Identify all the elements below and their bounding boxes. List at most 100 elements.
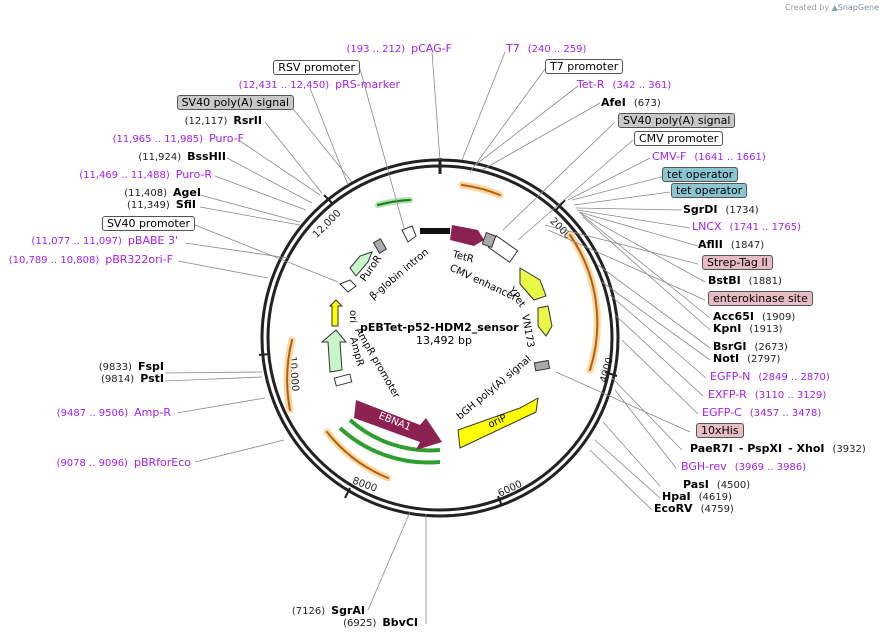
left-label-pos-5: (11,965 .. 11,985) [112, 134, 204, 145]
left-label-pos-16: (9078 .. 9096) [56, 458, 128, 469]
left-label-name-9: SfiI [175, 198, 196, 211]
right-label-11: AflII(1847) [698, 238, 764, 251]
green-arcs [338, 418, 441, 465]
left-label-16: (9078 .. 9096) pBRforEco [57, 456, 191, 469]
right-label-9: SgrDI(1734) [683, 203, 759, 216]
right-label-1: T7 promoter [545, 59, 624, 74]
left-label-6: (11,924)BssHII [138, 150, 226, 163]
right-label-name-15: Acc65I [713, 310, 754, 323]
left-label-11: (11,077 .. 11,097)pBABE 3' [31, 234, 178, 247]
right-label-name-21: EGFP-C [702, 406, 742, 419]
left-label-2: (12,431 .. 12,450) pRS-marker [239, 78, 400, 91]
orange-arcs [283, 181, 601, 482]
left-label-9: (11,349)SfiI [127, 198, 196, 211]
leader-lines [164, 51, 711, 624]
right-label-name-5: CMV promoter [634, 131, 724, 146]
left-label-5: (11,965 .. 11,985) Puro-F [113, 132, 244, 145]
right-label-4: SV40 poly(A) signal [618, 113, 736, 128]
right-label-16: KpnI(1913) [713, 322, 783, 335]
right-label-pos-18: (2797) [747, 354, 781, 365]
right-label-name-4: SV40 poly(A) signal [618, 113, 736, 128]
right-label-27: EcoRV (4759) [654, 502, 734, 515]
left-label-pos-0: (193 .. 212) [346, 44, 406, 55]
left-label-18: (6925) BbvCI [343, 616, 418, 629]
right-label-pos-9: (1734) [725, 205, 759, 216]
left-label-pos-2: (12,431 .. 12,450) [238, 80, 330, 91]
right-label-pos-19: (2849 .. 2870) [758, 372, 830, 383]
right-label-22: 10xHis [696, 423, 744, 438]
left-label-name-18: BbvCI [382, 616, 418, 629]
puror-feature [349, 251, 373, 277]
watermark-prefix: Created by [785, 3, 830, 12]
plasmid-name: pEBTet-p52-HDM2_sensor [360, 321, 519, 334]
right-label-18: NotI (2797) [713, 352, 780, 365]
left-label-13: (9833)FspI [99, 360, 164, 373]
right-label-19: EGFP-N(2849 .. 2870) [710, 370, 830, 383]
right-label-name-16: KpnI [713, 322, 742, 335]
right-label-name-0: T7 [506, 42, 520, 55]
right-label-8: tet operator [671, 183, 748, 198]
left-label-pos-15: (9487 .. 9506) [56, 408, 129, 419]
right-label-name-3: AfeI [601, 96, 626, 109]
label-ori: ori [347, 310, 358, 323]
right-label-name-24: BGH-rev [681, 460, 727, 473]
left-label-name-7: Puro-R [175, 168, 212, 181]
right-label-14: enterokinase site [708, 291, 813, 306]
right-label-pos-27: (4759) [700, 504, 734, 515]
right-label-pos-0: (240 .. 259) [527, 44, 587, 55]
right-label-name-13: BstBI [708, 274, 741, 287]
left-label-pos-18: (6925) [343, 618, 377, 629]
left-label-name-16: pBRforEco [133, 456, 191, 469]
left-label-pos-13: (9833) [98, 362, 132, 373]
left-label-7: (11,469 .. 11,488) Puro-R [79, 168, 212, 181]
right-label-12: Strep-Tag II [702, 255, 773, 270]
left-label-0: (193 .. 212) pCAG-F [346, 42, 452, 55]
right-label-name-18: NotI [713, 352, 740, 365]
ampr-feature [320, 329, 348, 373]
right-label-pos-23: (3932) [832, 444, 866, 455]
gray-feature-1 [533, 359, 551, 372]
right-label-name-7: tet operator [662, 167, 739, 182]
left-label-name-17: SgrAI [331, 604, 365, 617]
position-ticks [258, 194, 618, 507]
right-label-2: Tet-R(342 .. 361) [577, 78, 671, 91]
left-label-name-6: BssHII [187, 150, 226, 163]
right-label-20: EXFP-R(3110 .. 3129) [708, 388, 826, 401]
right-label-6: CMV-F(1641 .. 1661) [652, 150, 766, 163]
right-label-10: LNCX(1741 .. 1765) [692, 220, 801, 233]
right-label-15: Acc65I (1909) [713, 310, 795, 323]
left-label-name-15: Amp-R [134, 406, 171, 419]
ypet-feature [519, 267, 547, 301]
left-label-pos-4: (12,117) [184, 116, 228, 127]
gray-feature-2 [372, 238, 388, 254]
right-label-13: BstBI(1881) [708, 274, 782, 287]
left-label-name-10: SV40 promoter [101, 216, 195, 231]
left-label-name-11: pBABE 3' [127, 234, 178, 247]
right-label-25: PasI(4500) [683, 478, 750, 491]
sv40-promoter-feature [339, 279, 357, 293]
plasmid-length: 13,492 bp [416, 334, 472, 347]
bgh-oriP-feature [457, 397, 539, 449]
left-label-name-4: RsrII [233, 114, 262, 127]
vn173-feature [537, 305, 553, 337]
left-label-name-0: pCAG-F [411, 42, 452, 55]
right-label-name-23: PaeR7I [690, 442, 733, 455]
left-label-name-1: RSV promoter [273, 60, 360, 75]
left-label-name-8: AgeI [173, 186, 201, 199]
right-label-name-12: Strep-Tag II [702, 255, 773, 270]
left-label-name-5: Puro-F [209, 132, 244, 145]
right-label-pos-21: (3457 .. 3478) [749, 408, 822, 419]
left-label-pos-7: (11,469 .. 11,488) [79, 170, 170, 181]
right-label-name-27: EcoRV [654, 502, 693, 515]
snapgene-logo-icon: ▲ [831, 3, 838, 12]
right-label-7: tet operator [662, 167, 739, 182]
left-label-name-12: pBR322ori-F [105, 253, 173, 266]
left-label-name-2: pRS-marker [335, 78, 400, 91]
left-label-15: (9487 .. 9506) Amp-R [57, 406, 171, 419]
right-label-pos-26: (4619) [698, 492, 732, 503]
ampr-promoter-feature [333, 373, 353, 387]
right-label-3: AfeI(673) [601, 96, 661, 109]
right-label-name-2: Tet-R [577, 78, 605, 91]
right-label-pos-15: (1909) [761, 312, 796, 323]
right-label-0: T7 (240 .. 259) [506, 42, 586, 55]
